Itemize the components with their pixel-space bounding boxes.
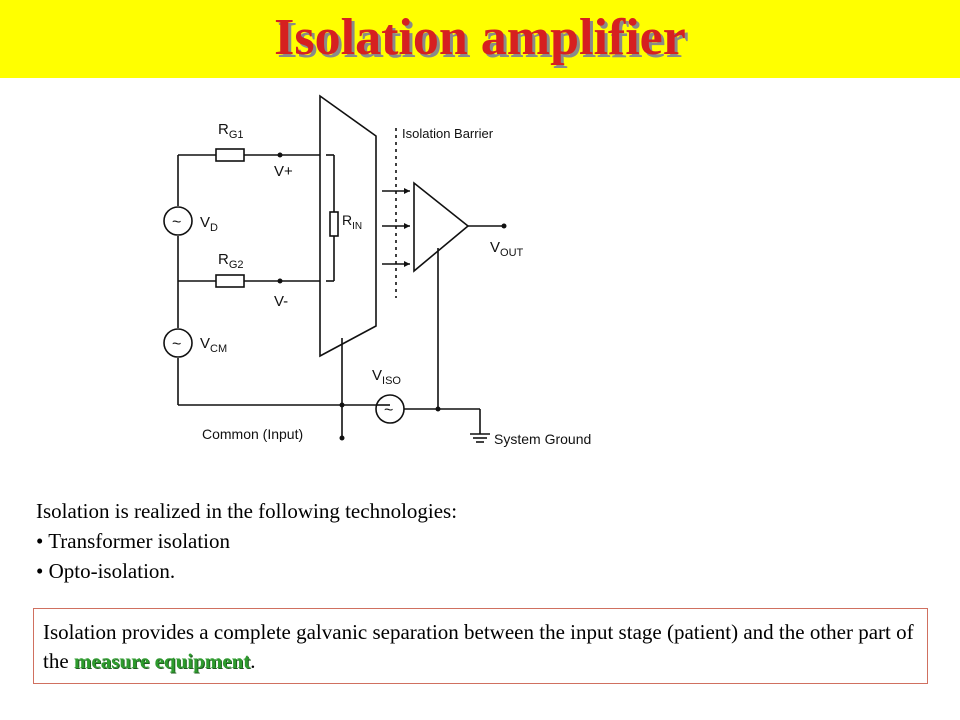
input-amplifier-block <box>319 94 377 358</box>
isolation-barrier-label: Isolation Barrier <box>402 126 494 141</box>
common-input-label: Common (Input) <box>202 426 303 442</box>
note-text: Isolation provides a complete galvanic s… <box>43 620 914 673</box>
rg1-label: RG1 <box>218 121 244 141</box>
vminus-label: V- <box>274 293 288 310</box>
note-end: . <box>250 649 256 673</box>
vd-tilde: ~ <box>172 214 181 231</box>
rin-resistor <box>329 211 339 237</box>
vd-label: VD <box>200 214 218 234</box>
vcm-source <box>163 328 193 358</box>
viso-label: VISO <box>372 367 401 387</box>
note-highlight: measure equipment <box>73 649 251 673</box>
rin-label: RIN <box>342 212 362 232</box>
technology-item-opto: • Opto-isolation. <box>36 559 176 583</box>
title-bar <box>0 0 960 78</box>
rg2-label: RG2 <box>218 251 244 271</box>
vplus-label: V+ <box>274 163 293 180</box>
vcm-tilde: ~ <box>172 336 181 353</box>
technologies-heading: Isolation is realized in the following t… <box>36 499 458 523</box>
isolation-amplifier-circuit: ~ ~ ~ RG1 V+ VD RIN Isolation Barrier VO… <box>163 94 591 447</box>
rg1-resistor <box>215 148 245 162</box>
rg2-resistor <box>215 274 245 288</box>
vcm-label: VCM <box>200 335 227 355</box>
isolation-note-box: Isolation provides a complete galvanic s… <box>33 608 928 684</box>
technology-item-transformer: • Transformer isolation <box>36 529 231 553</box>
vd-source <box>163 206 193 236</box>
system-ground-label: System Ground <box>494 431 591 447</box>
slide-title: Isolation amplifier <box>274 9 686 66</box>
vout-label: VOUT <box>490 239 524 259</box>
technologies-list: Isolation is realized in the following t… <box>36 496 457 586</box>
output-amplifier <box>413 181 470 273</box>
viso-tilde: ~ <box>384 402 393 419</box>
